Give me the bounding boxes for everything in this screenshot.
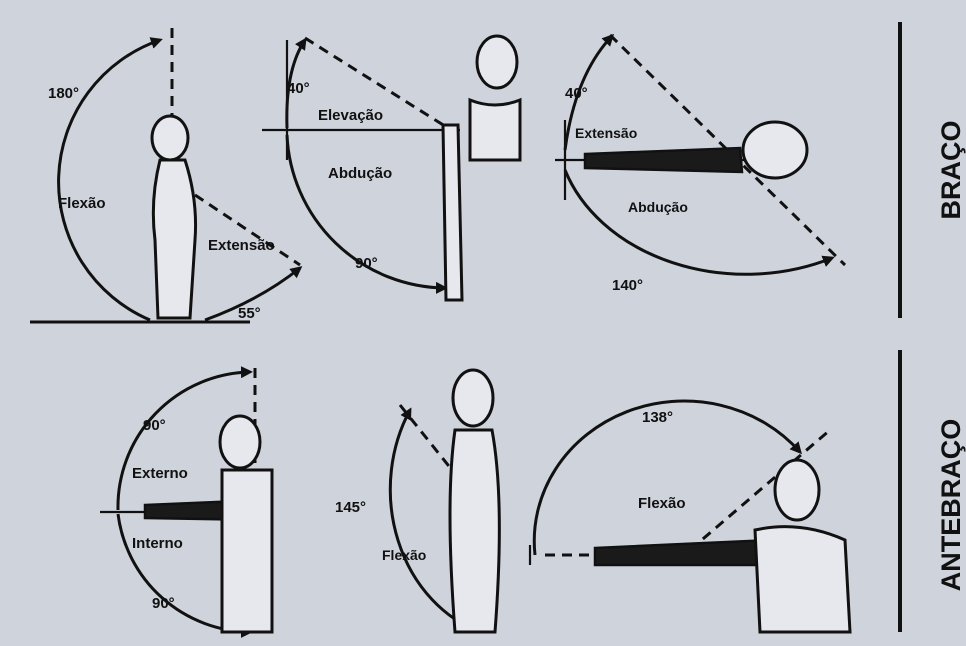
arm-figure [585,148,742,172]
arm-figure [595,540,772,565]
torso-figure [470,100,520,160]
angle-label-180: 180° [48,85,79,102]
panel-arm-elevation-abduction: 40° Elevação Abdução 90° [262,36,520,300]
section-title-antebraco: ANTEBRAÇO [936,419,966,592]
body-figure [153,160,195,318]
section-title-braco: BRAÇO [936,121,966,220]
torso-figure [222,470,272,632]
label-extensao: Extensão [208,237,275,254]
head-figure [743,122,807,178]
panel-forearm-flexion-front: 138° Flexão [530,401,850,632]
angle-label-138: 138° [642,409,673,426]
body-figure [450,430,499,632]
panel-forearm-rotation: 90° Externo Interno 90° [100,368,272,632]
angle-label-40: 40° [287,80,310,97]
angle-label-145: 145° [335,499,366,516]
label-abducao: Abdução [328,165,392,182]
label-interno: Interno [132,535,183,552]
torso-figure [755,527,850,632]
label-extensao: Extensão [575,125,637,141]
panel-arm-flexion-extension: 180° Flexão Extensão 55° [30,28,300,322]
head-figure [220,416,260,468]
label-flexao: Flexão [58,195,106,212]
label-externo: Externo [132,465,188,482]
label-abducao: Abdução [628,199,688,215]
panel-arm-horizontal: 40° Extensão Abdução 140° [555,35,845,294]
panel-forearm-flexion-side: 145° Flexão [335,370,499,632]
angle-label-40: 40° [565,85,588,102]
angle-label-140: 140° [612,277,643,294]
angle-label-90-bottom: 90° [152,595,175,612]
head-figure [477,36,517,88]
head-figure [775,460,819,520]
angle-label-90: 90° [355,255,378,272]
head-figure [152,116,188,160]
head-figure [453,370,493,426]
arm-figure [443,125,462,300]
label-flexao: Flexão [638,495,686,512]
angle-label-90-top: 90° [143,417,166,434]
angle-label-55: 55° [238,305,261,322]
label-elevacao: Elevação [318,107,383,124]
label-flexao: Flexão [382,547,426,563]
